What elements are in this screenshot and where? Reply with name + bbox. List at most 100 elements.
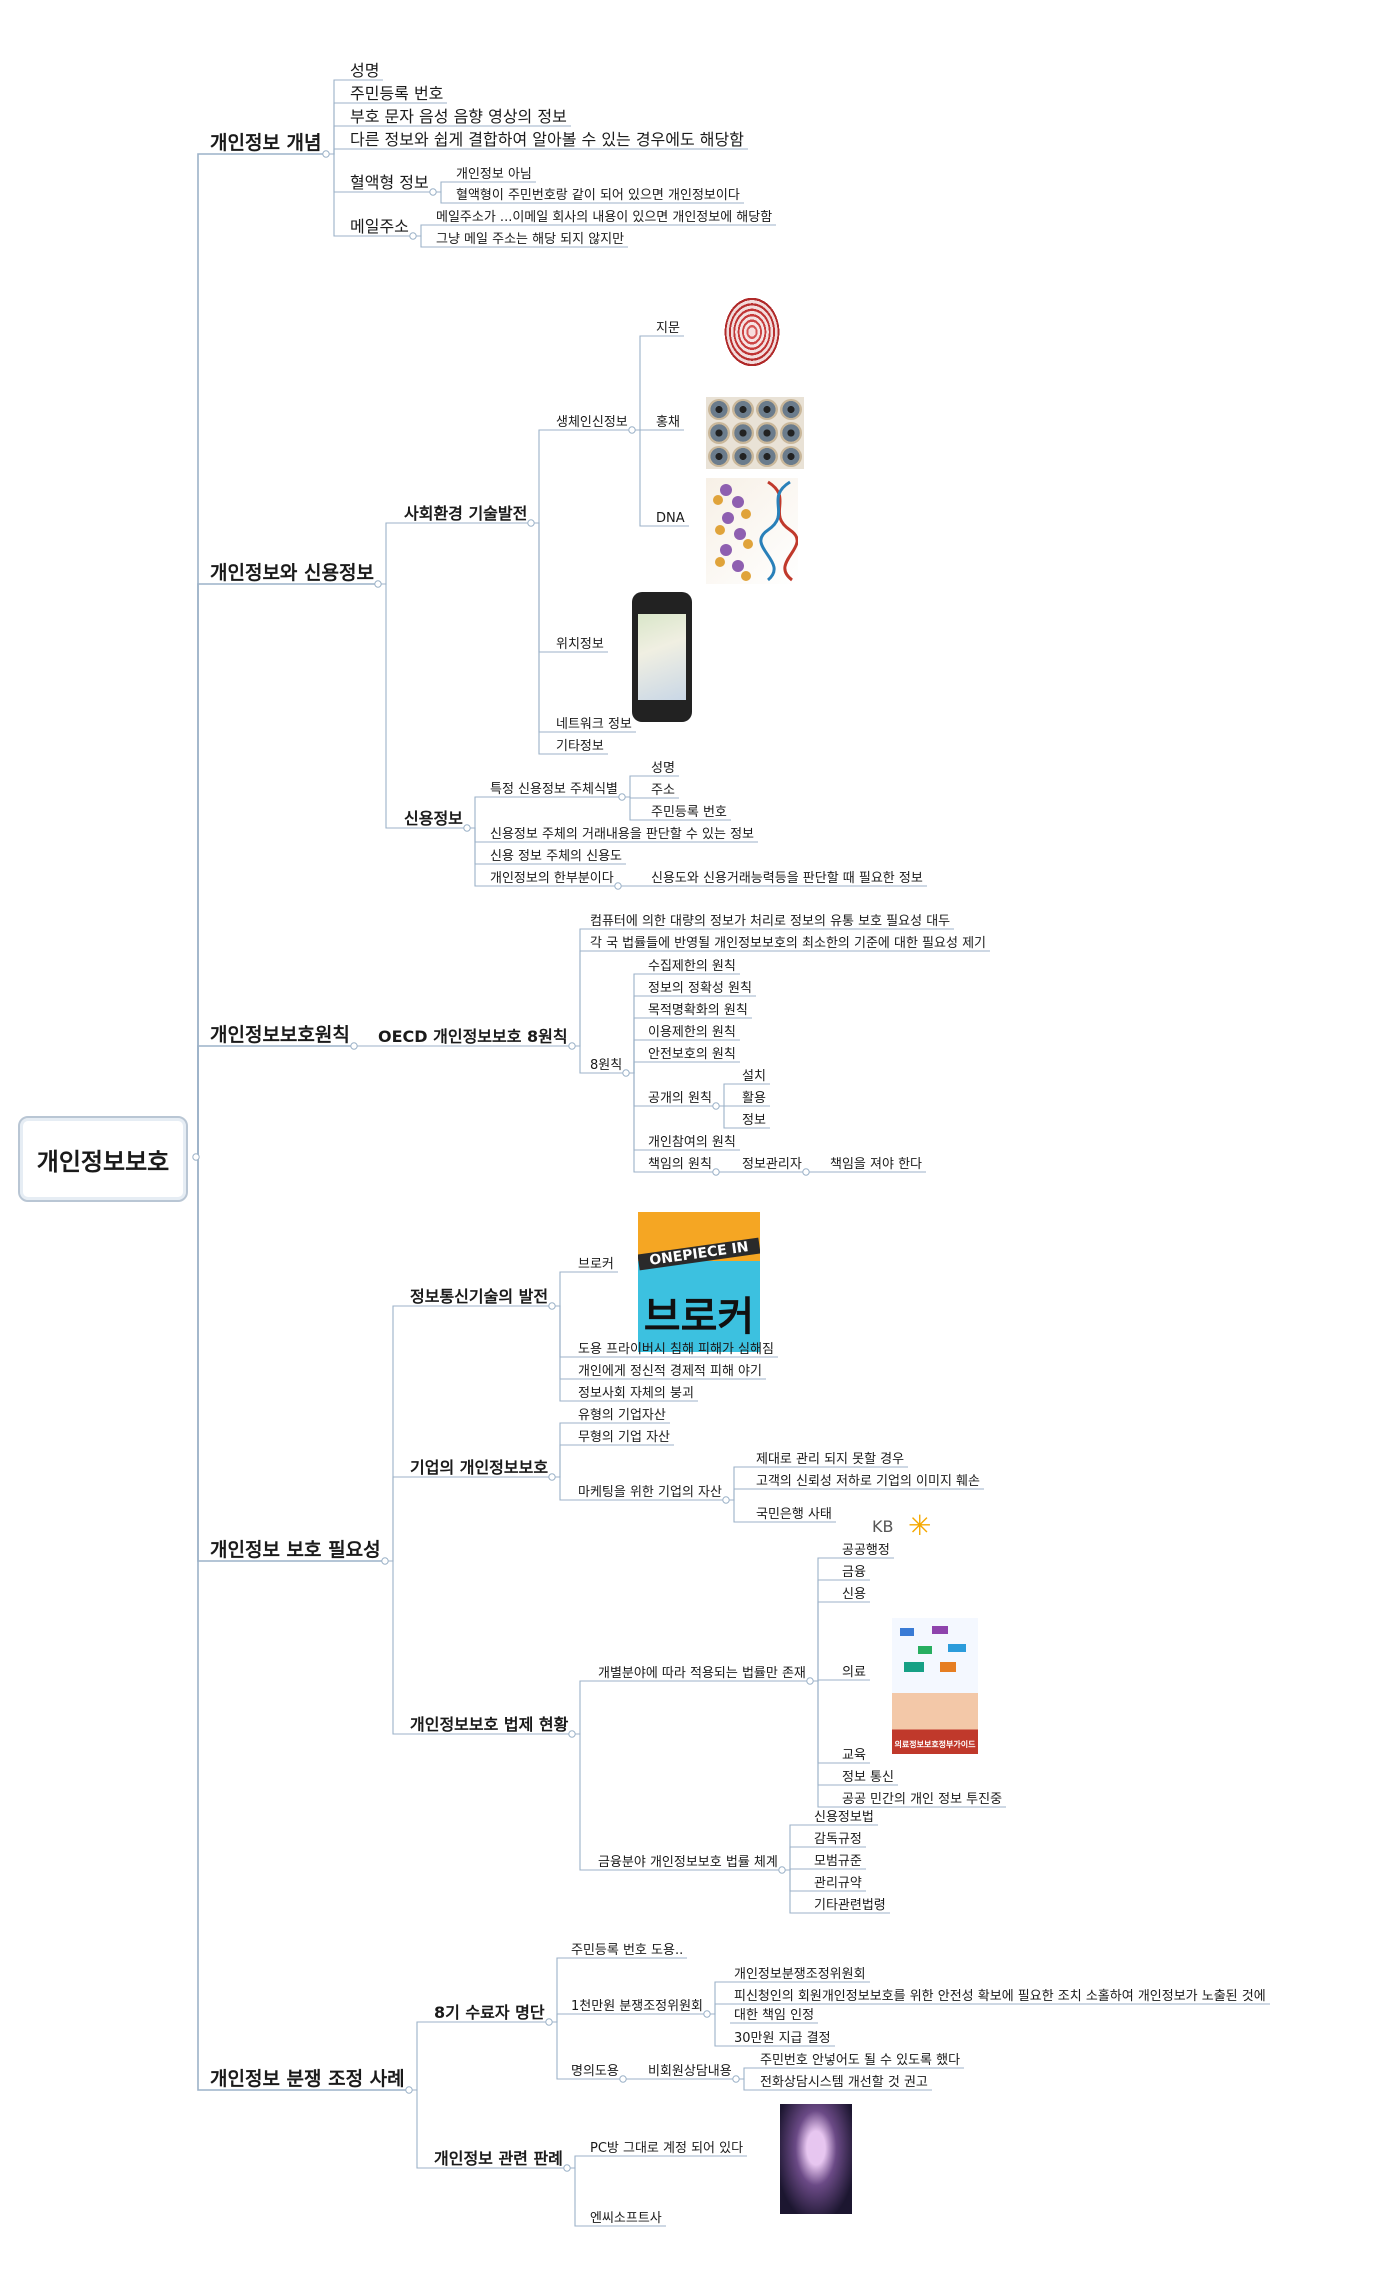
node-n4-3-1[interactable]: 개별분야에 따라 적용되는 법률만 존재 [598,1666,806,1681]
node-n5-1-3-1-2[interactable]: 전화상담시스템 개선할 것 권고 [760,2075,928,2090]
kb-text: KB [872,1517,894,1536]
node-n2-1-2[interactable]: 위치정보 [556,637,604,652]
medical-text: 의료정보보호정부가이드 [894,1740,976,1749]
node-n4-3-2[interactable]: 금융분야 개인정보보호 법률 체계 [598,1855,778,1870]
node-n4-1-2[interactable]: 도용 프라이버시 침해 피해가 심해짐 [578,1342,774,1357]
node-n4-3[interactable]: 개인정보보호 법제 현황 [410,1715,569,1734]
node-n1-6[interactable]: 메일주소 [350,217,409,236]
node-n2-1-1-3[interactable]: DNA [656,511,685,526]
node-n3-1-3-6-1[interactable]: 설치 [742,1069,766,1084]
node-n3-1-3-2[interactable]: 정보의 정확성 원칙 [648,981,752,996]
node-n4-3-2-3[interactable]: 모범규준 [814,1854,862,1869]
node-n5-1-3[interactable]: 명의도용 [571,2064,619,2079]
node-n2-2-3[interactable]: 신용 정보 주체의 신용도 [490,849,622,864]
node-n4-3-2-4[interactable]: 관리규약 [814,1876,862,1891]
node-n5-1-2[interactable]: 1천만원 분쟁조정위원회 [571,1999,704,2014]
node-n1-2[interactable]: 주민등록 번호 [350,84,444,103]
node-n2-2[interactable]: 신용정보 [404,809,463,828]
node-n4-3-1-2[interactable]: 금융 [842,1565,866,1580]
node-n2-2-2[interactable]: 신용정보 주체의 거래내용을 판단할 수 있는 정보 [490,827,754,842]
node-n4-1-1[interactable]: 브로커 [578,1257,614,1272]
node-n3-1-3[interactable]: 8원칙 [590,1058,623,1073]
onepiece-text: ONEPIECE IN [638,1237,760,1271]
node-n3-1-3-6[interactable]: 공개의 원칙 [648,1091,712,1106]
node-n5-1-2-1[interactable]: 개인정보분쟁조정위원회 [734,1967,866,1982]
node-n3-1-3-3[interactable]: 목적명확화의 원칙 [648,1003,748,1018]
node-n3-1-1[interactable]: 컴퓨터에 의한 대량의 정보가 처리로 정보의 유통 보호 필요성 대두 [590,914,951,929]
node-n4-3-1-1[interactable]: 공공행정 [842,1543,890,1558]
node-n2-1-1-1[interactable]: 지문 [656,321,680,336]
node-n2-2-1[interactable]: 특정 신용정보 주체식별 [490,782,618,797]
node-n1[interactable]: 개인정보 개념 [210,132,322,154]
node-n1-5-1[interactable]: 개인정보 아님 [456,167,532,182]
node-n4-2-2[interactable]: 무형의 기업 자산 [578,1430,670,1445]
node-n3-1-3-7[interactable]: 개인참여의 원칙 [648,1135,736,1150]
root-label: 개인정보보호 [36,1147,170,1176]
node-n3-1-3-8[interactable]: 책임의 원칙 [648,1157,712,1172]
node-n5-1[interactable]: 8기 수료자 명단 [434,2003,545,2022]
node-n2-2-1-2[interactable]: 주소 [651,783,675,798]
node-n3-1[interactable]: OECD 개인정보보호 8원칙 [378,1027,568,1046]
node-n5-2[interactable]: 개인정보 관련 판례 [434,2149,563,2168]
node-n2-1-3[interactable]: 네트워크 정보 [556,717,632,732]
node-n2-2-1-3[interactable]: 주민등록 번호 [651,805,727,820]
node-n5-1-3-1[interactable]: 비회원상담내용 [648,2064,732,2079]
node-n2-2-4-1[interactable]: 신용도와 신용거래능력등을 판단할 때 필요한 정보 [651,871,923,886]
node-n4-1-4[interactable]: 정보사회 자체의 붕괴 [578,1386,694,1401]
node-n5-1-3-1-1[interactable]: 주민번호 안넣어도 될 수 있도록 했다 [760,2053,961,2068]
node-n2-2-1-1[interactable]: 성명 [651,761,675,776]
node-n2[interactable]: 개인정보와 신용정보 [210,562,374,584]
node-n5-1-2-2[interactable]: 피신청인의 회원개인정보보호를 위한 안전성 확보에 필요한 조치 소홀하여 개… [734,1989,1266,2004]
node-n4-2-3[interactable]: 마케팅을 위한 기업의 자산 [578,1485,722,1500]
node-n1-1[interactable]: 성명 [350,61,380,80]
game-character-image [780,2104,852,2214]
node-n5[interactable]: 개인정보 분쟁 조정 사례 [210,2068,405,2090]
fingerprint-image [708,287,796,387]
node-n4[interactable]: 개인정보 보호 필요성 [210,1539,381,1561]
root-node[interactable]: 개인정보보호 [18,1116,188,1202]
node-n4-3-1-6[interactable]: 정보 통신 [842,1770,894,1785]
node-n1-3[interactable]: 부호 문자 음성 음향 영상의 정보 [350,107,567,126]
node-n5-1-2-3[interactable]: 30만원 지급 결정 [734,2031,831,2046]
node-n4-3-2-1[interactable]: 신용정보법 [814,1810,874,1825]
node-n3-1-3-6-3[interactable]: 정보 [742,1113,766,1128]
node-n4-3-2-2[interactable]: 감독규정 [814,1832,862,1847]
node-n3-1-3-4[interactable]: 이용제한의 원칙 [648,1025,736,1040]
node-n1-6-2[interactable]: 그냥 메일 주소는 해당 되지 않지만 [436,232,625,247]
node-n4-2-1[interactable]: 유형의 기업자산 [578,1408,666,1423]
node-n3-1-3-6-2[interactable]: 활용 [742,1091,766,1106]
node-n5-1-1[interactable]: 주민등록 번호 도용.. [571,1943,684,1958]
node-n1-4[interactable]: 다른 정보와 쉽게 결합하여 알아볼 수 있는 경우에도 해당함 [350,130,744,149]
node-n5-2-2[interactable]: 엔씨소프트사 [590,2211,662,2226]
node-n4-2-3-1[interactable]: 제대로 관리 되지 못할 경우 [756,1452,905,1467]
node-n4-2-3-3[interactable]: 국민은행 사태 [756,1507,832,1522]
node-n1-5[interactable]: 혈액형 정보 [350,173,429,192]
node-n4-3-1-4[interactable]: 의료 [842,1665,866,1680]
node-n2-1-1-2[interactable]: 홍채 [656,415,680,430]
node-n5-2-1[interactable]: PC방 그대로 계정 되어 있다 [590,2141,744,2156]
node-n1-5-2[interactable]: 혈액형이 주민번호랑 같이 되어 있으면 개인정보이다 [456,188,740,203]
node-n2-1-4[interactable]: 기타정보 [556,739,604,754]
node-n3-1-3-1[interactable]: 수집제한의 원칙 [648,959,736,974]
node-n4-3-1-5[interactable]: 교육 [842,1748,866,1763]
node-n2-1[interactable]: 사회환경 기술발전 [404,504,528,523]
node-n3-1-3-5[interactable]: 안전보호의 원칙 [648,1047,736,1062]
node-n5-1-2-2b[interactable]: 대한 책임 인정 [734,2008,815,2023]
node-n4-2-3-2[interactable]: 고객의 신뢰성 저하로 기업의 이미지 훼손 [756,1474,980,1489]
node-n2-2-4[interactable]: 개인정보의 한부분이다 [490,871,614,886]
node-n3-1-3-8-1[interactable]: 정보관리자 [742,1157,802,1172]
node-n4-2[interactable]: 기업의 개인정보보호 [410,1458,549,1477]
node-n3[interactable]: 개인정보보호원칙 [210,1024,350,1046]
node-n4-1[interactable]: 정보통신기술의 발전 [410,1287,549,1306]
node-n4-3-1-3[interactable]: 신용 [842,1587,866,1602]
node-n3-1-3-8-1-1[interactable]: 책임을 져야 한다 [830,1157,922,1172]
node-n4-3-1-7[interactable]: 공공 민간의 개인 정보 투진중 [842,1792,1003,1807]
node-n2-1-1[interactable]: 생체인신정보 [556,415,628,430]
kb-star-icon: ✳ [908,1509,932,1542]
node-n1-6-1[interactable]: 메일주소가 ...이메일 회사의 내용이 있으면 개인정보에 해당함 [436,210,773,225]
node-n4-3-2-5[interactable]: 기타관련법령 [814,1898,886,1913]
node-n4-1-3[interactable]: 개인에게 정신적 경제적 피해 야기 [578,1364,762,1379]
node-n3-1-2[interactable]: 각 국 법률들에 반영될 개인정보보호의 최소한의 기준에 대한 필요성 제기 [590,936,986,951]
